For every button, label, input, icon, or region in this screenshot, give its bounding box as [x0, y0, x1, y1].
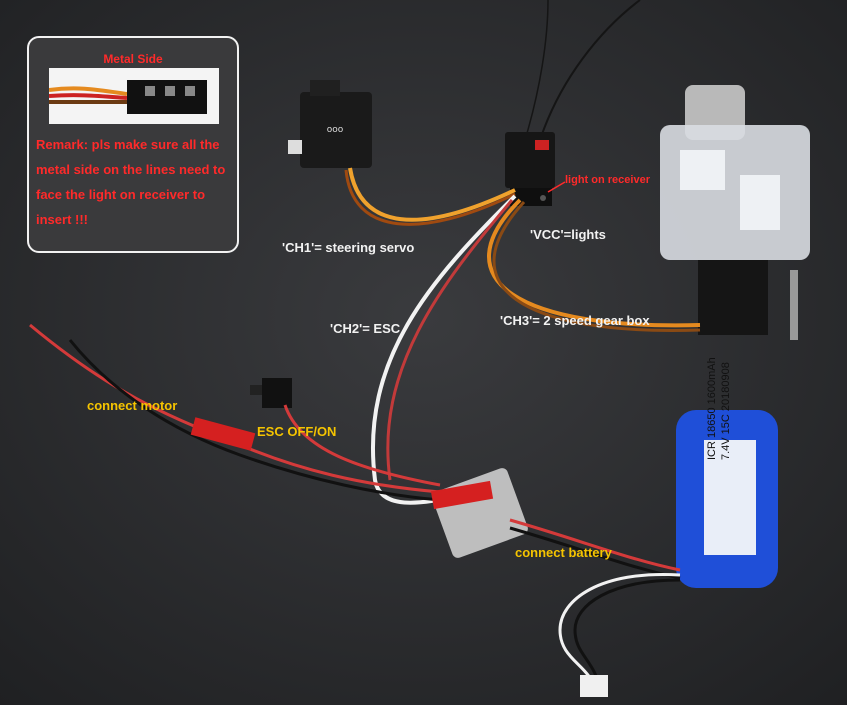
- balance-wire-white: [558, 572, 681, 691]
- label-connect-motor: connect motor: [87, 398, 178, 413]
- battery-line-2: 7.4V 15C 20180908: [720, 362, 732, 460]
- label-connect-battery: connect battery: [515, 545, 612, 560]
- svg-text:ooo: ooo: [327, 125, 344, 135]
- balance-plug: [580, 675, 608, 697]
- balance-wire-black: [573, 578, 681, 691]
- gearbox: [660, 85, 810, 340]
- battery-label: ICR 18650 1600mAh 7.4V 15C 20180908: [705, 357, 733, 460]
- switch-wire: [283, 404, 441, 487]
- battery-pack: [676, 410, 778, 588]
- motor-connector: [190, 417, 256, 451]
- motor-wire-black: [68, 339, 441, 502]
- callout-remark: Remark: pls make sure all the metal side…: [36, 137, 226, 227]
- ch3-wire: [487, 198, 701, 328]
- servo-wire-2: [344, 169, 516, 226]
- antenna-wire: [539, 0, 641, 141]
- battery-connector: [430, 480, 494, 510]
- light-indicator-line: [547, 181, 566, 193]
- label-light-on-receiver: light on receiver: [565, 174, 650, 186]
- esc-switch: [250, 378, 292, 408]
- servo-wire: [348, 167, 516, 222]
- label-esc-offon: ESC OFF/ON: [257, 424, 337, 439]
- ch2-wire: [371, 194, 517, 505]
- label-vcc: 'VCC'=lights: [530, 227, 606, 242]
- ch2-wire-2: [386, 199, 514, 481]
- label-ch1: 'CH1'= steering servo: [282, 240, 415, 255]
- metal-side-photo: [49, 68, 219, 124]
- callout-title: Metal Side: [103, 52, 163, 66]
- label-ch3: 'CH3'= 2 speed gear box: [500, 313, 650, 328]
- antenna-wire-2: [524, 0, 549, 141]
- steering-servo: ooo: [288, 80, 372, 168]
- ch3-wire-2: [492, 200, 701, 332]
- battery-wire-red: [509, 518, 681, 572]
- metal-side-callout: Metal Side Remark: pls make sure all the…: [27, 36, 239, 253]
- battery-line-1: ICR 18650 1600mAh: [706, 357, 718, 460]
- label-ch2: 'CH2'= ESC: [330, 321, 401, 336]
